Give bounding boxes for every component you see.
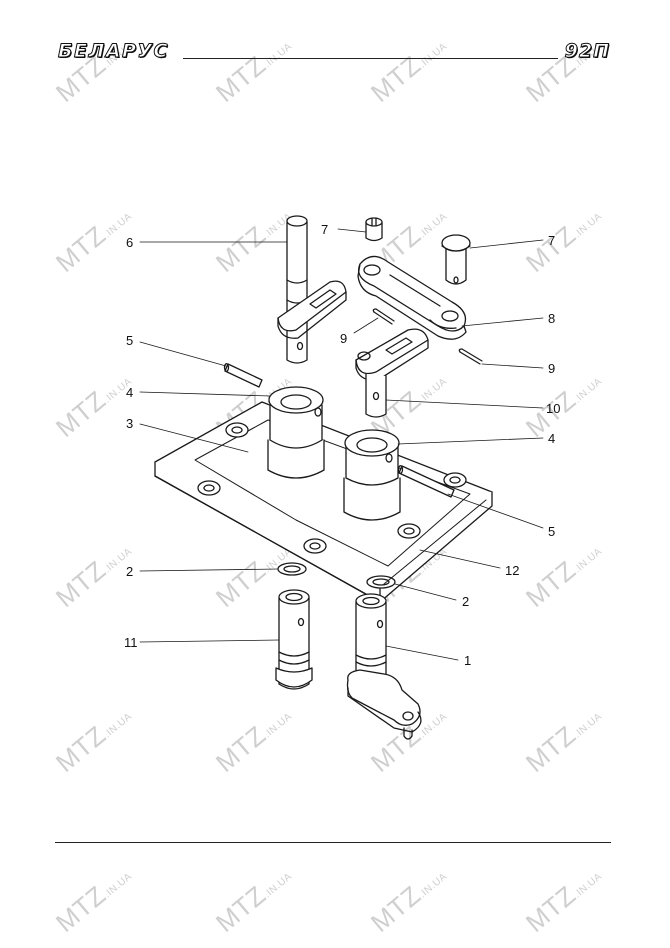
- callout-2-left: 2: [126, 564, 133, 579]
- left-boss: [267, 386, 325, 479]
- washer-left: [277, 562, 307, 576]
- callout-9-left: 9: [340, 331, 347, 346]
- lever-shaft: [355, 328, 429, 418]
- callout-7-right: 7: [548, 233, 555, 248]
- clevis-pin: [441, 234, 471, 285]
- callout-4-right: 4: [548, 431, 555, 446]
- callout-7-left: 7: [321, 222, 328, 237]
- shaft-with-lever: [277, 215, 347, 364]
- model-number: 92П: [564, 40, 610, 63]
- bushing: [275, 589, 313, 690]
- callout-10: 10: [546, 401, 560, 416]
- cotter-pin-lower: [458, 348, 483, 365]
- shaft-with-bottom-lever: [346, 593, 422, 740]
- callout-labels: 6 7 7 8 9 9 5 4 3 10 4 5 12 2 2 11 1: [124, 222, 560, 668]
- pin-left: [223, 363, 263, 388]
- callout-8: 8: [548, 311, 555, 326]
- callout-2-right: 2: [462, 594, 469, 609]
- callout-4-left: 4: [126, 385, 133, 400]
- brand-title: БЕЛАРУС: [58, 40, 169, 63]
- cotter-pin-upper: [372, 308, 395, 325]
- header-rule: [183, 58, 558, 59]
- pin-right: [397, 465, 455, 498]
- page-header: БЕЛАРУС 92П: [58, 38, 610, 68]
- base-plate: [154, 401, 493, 603]
- callout-5-bottom: 5: [548, 524, 555, 539]
- leader-lines: [139, 228, 544, 661]
- callout-5-top: 5: [126, 333, 133, 348]
- callout-9-right: 9: [548, 361, 555, 376]
- right-boss: [343, 429, 401, 521]
- callout-3: 3: [126, 416, 133, 431]
- washer-right: [366, 575, 396, 589]
- callout-11: 11: [124, 635, 138, 650]
- clevis-small: [365, 217, 383, 242]
- callout-12: 12: [505, 563, 519, 578]
- callout-6: 6: [126, 235, 133, 250]
- footer-rule: [55, 842, 611, 843]
- callout-1: 1: [464, 653, 471, 668]
- gasket: [383, 499, 487, 585]
